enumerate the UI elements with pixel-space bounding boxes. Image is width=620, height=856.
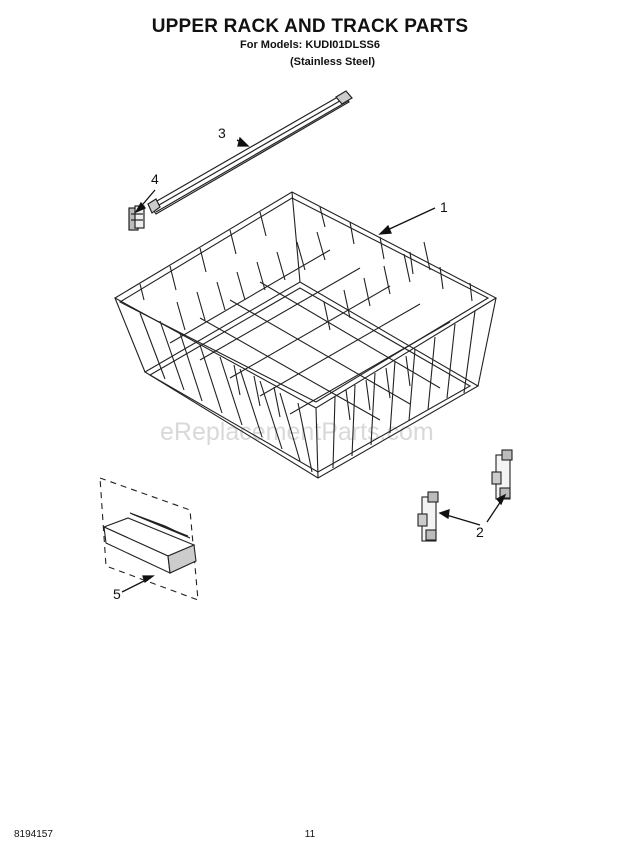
callout-5: 5: [113, 586, 121, 602]
callout-3: 3: [218, 125, 226, 141]
leader-1: [382, 207, 436, 233]
finish-line: (Stainless Steel): [290, 56, 375, 68]
part-4-end-cap: [128, 205, 145, 231]
page-title: UPPER RACK AND TRACK PARTS: [151, 16, 469, 37]
page-number: 11: [304, 829, 316, 840]
leader-2a: [442, 513, 481, 526]
part-1-upper-rack: [113, 191, 498, 479]
part-3-track-rail: [147, 90, 353, 215]
part-5-rack-handle: [99, 477, 199, 601]
doc-number: 8194157: [14, 829, 53, 840]
callout-2: 2: [476, 524, 484, 540]
part-2-roller-assembly: [417, 449, 513, 542]
watermark-text: eReplacementParts.com: [160, 418, 434, 446]
callout-4: 4: [151, 171, 159, 187]
models-line: For Models: KUDI01DLSS6: [240, 39, 380, 51]
callout-1: 1: [440, 199, 448, 215]
